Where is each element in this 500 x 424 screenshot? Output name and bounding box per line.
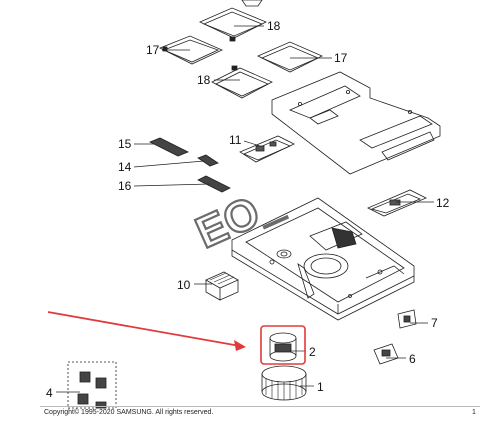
- motor-2: [269, 332, 297, 362]
- callout-7: 7: [431, 316, 438, 330]
- board-12: [367, 189, 427, 217]
- part-top-cutoff: [241, 0, 263, 7]
- pad-18-bottom: [211, 65, 273, 99]
- callout-6: 6: [409, 352, 416, 366]
- bracket-7: [397, 309, 417, 329]
- highlight-box: [260, 325, 306, 365]
- callout-15: 15: [118, 137, 132, 151]
- strip-15: [149, 137, 189, 157]
- watermark: EO_: [189, 177, 290, 258]
- top-frame: [271, 71, 441, 175]
- callout-4: 4: [46, 386, 53, 400]
- callout-17-left: 17: [146, 43, 160, 57]
- fan-block-10: [205, 271, 239, 301]
- fan-wheel-1: [261, 365, 307, 401]
- callout-11: 11: [229, 133, 242, 147]
- module-6: [373, 343, 399, 365]
- callout-16: 16: [118, 179, 132, 193]
- pointer-arrow: [47, 311, 246, 351]
- board-11: [239, 135, 295, 163]
- pad-17-right: [257, 41, 323, 73]
- callout-12: 12: [436, 196, 450, 210]
- callout-2: 2: [309, 345, 316, 359]
- callout-18-bottom: 18: [197, 73, 211, 87]
- callout-14: 14: [118, 160, 132, 174]
- callout-17-right: 17: [334, 51, 348, 65]
- callout-10: 10: [177, 278, 191, 292]
- pad-17-left: [159, 35, 223, 65]
- callout-18-top: 18: [267, 19, 281, 33]
- strip-16: [197, 175, 231, 193]
- footer-page-number: 1: [472, 409, 476, 416]
- pad-18-top: [199, 7, 267, 42]
- feet-group-4: [67, 361, 117, 409]
- footer-copyright: Copyright© 1995-2020 SAMSUNG. All rights…: [44, 409, 214, 416]
- main-chassis: [231, 197, 415, 321]
- strip-14: [197, 154, 219, 167]
- callout-1: 1: [317, 380, 324, 394]
- footer-rule: [40, 406, 480, 407]
